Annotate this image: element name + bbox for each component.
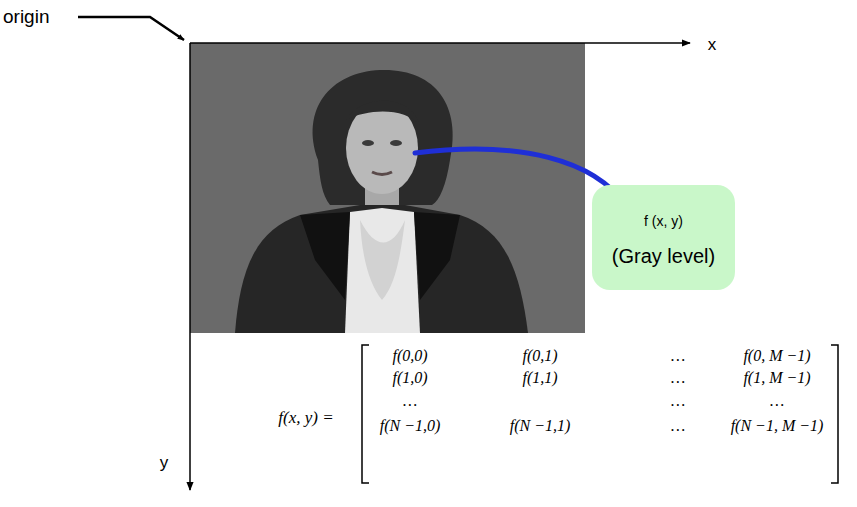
box-caption: (Gray level) [612,245,715,268]
origin-leader [78,17,184,40]
gray-photo [190,43,585,333]
eye [362,140,374,146]
shirt [345,208,420,333]
matrix-entry: f(1,1) [522,369,557,387]
matrix-entry: f(0,1) [522,347,557,365]
eye [390,140,402,146]
gray-level-box: f (x, y) (Gray level) [592,185,735,290]
lapel [300,212,350,300]
y-axis [189,43,191,490]
matrix-entry: … [770,392,784,410]
lapel [414,212,460,300]
matrix-entry: f(0, M −1) [743,347,810,365]
matrix-bracket [831,345,838,483]
photo-background [190,43,585,333]
matrix-entry: … [671,417,685,435]
origin-label: origin [3,7,49,28]
matrix-entry: f(N −1,0) [380,417,441,435]
photo-shade [190,43,585,333]
matrix-entry: f(N −1, M −1) [731,417,824,435]
fringe [346,101,420,125]
matrix-entry: … [671,392,685,410]
axis-label: y [160,454,169,473]
mouth [372,172,392,175]
matrix-entry: f(0,0) [392,347,427,365]
hair [313,70,453,205]
axis-label: x [708,36,717,55]
matrix-entry: f(N −1,1) [510,417,571,435]
matrix-bracket [362,345,369,483]
function-label: f (x, y) [644,213,683,229]
matrix-entry: … [403,392,417,410]
matrix-entry: … [671,369,685,387]
matrix-entry: f(1, M −1) [743,369,810,387]
matrix-entry: f(1,0) [392,369,427,387]
jacket [235,205,528,333]
scarf [360,220,405,300]
matrix-entry: … [671,347,685,365]
matrix-lhs: f(x, y) = [278,409,333,428]
x-axis [190,42,690,44]
